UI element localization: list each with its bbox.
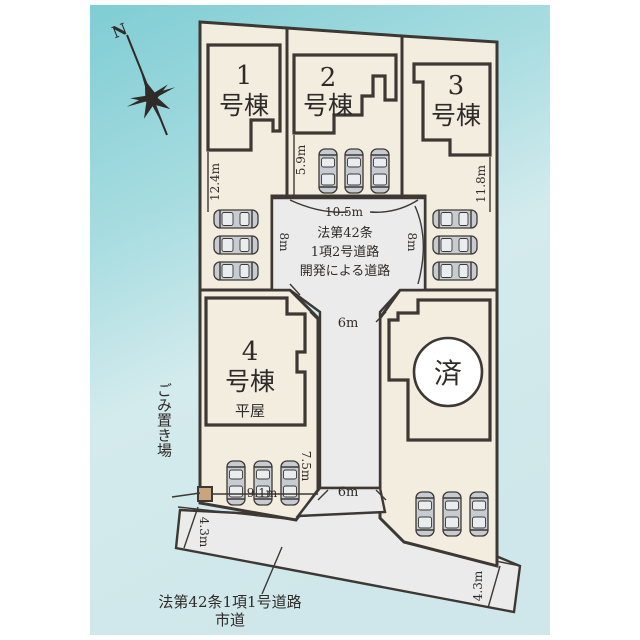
- building-4: [204, 296, 307, 427]
- parking-lot-2: [318, 148, 390, 194]
- building-3-number: 3: [448, 71, 465, 101]
- building-2-number: 2: [320, 63, 337, 93]
- compass-rose-icon: [126, 34, 176, 136]
- dim-tick: [289, 283, 301, 296]
- road-depth-right-label: 8m: [405, 232, 419, 252]
- sold-badge: [412, 336, 484, 408]
- parking-lot-1: [214, 210, 258, 280]
- building-3-depth-label: 11.8m: [474, 164, 488, 203]
- building-3-suffix: 号棟: [431, 101, 481, 130]
- building-2-suffix: 号棟: [303, 91, 353, 120]
- building-3: [412, 62, 492, 157]
- building-5-status: 済: [434, 357, 462, 390]
- building-1-depth-label: 12.4m: [208, 162, 222, 201]
- garbage-area-label: ごみ置き場: [155, 383, 173, 458]
- dim-line-4-3-left: [183, 506, 199, 549]
- private-road-label-line2: 1項2号道路: [311, 244, 380, 260]
- parking-lot-3: [433, 210, 477, 280]
- building-2: [292, 53, 398, 135]
- dim-tick: [375, 311, 387, 323]
- road-leader-line: [261, 546, 283, 595]
- building-4-number: 4: [242, 337, 259, 367]
- parking-lot-5: [415, 491, 489, 537]
- public-road-label-line2: 市道: [215, 611, 245, 629]
- building-2-depth-label: 5.9m: [294, 144, 308, 175]
- dim-tick: [309, 311, 321, 323]
- private-road-label-line1: 法第42条: [317, 225, 373, 241]
- dim-arc-8-right: [414, 205, 424, 285]
- dim-tick: [317, 489, 329, 501]
- building-4-suffix: 号棟: [225, 367, 275, 396]
- road-edge-line: [175, 547, 515, 613]
- public-road-width-left-label: 4.3m: [197, 517, 211, 548]
- road-width-mid-label: 6m: [338, 316, 359, 331]
- road-depth-left-label: 8m: [277, 232, 291, 252]
- compass-north-label: N: [109, 19, 130, 42]
- building-1-number: 1: [236, 61, 253, 91]
- building-4-depth-label: 7.5m: [299, 451, 313, 482]
- dim-line-4-3-right: [487, 565, 501, 609]
- dim-tick: [375, 489, 387, 501]
- road-width-top-label: 10.5m: [325, 205, 364, 219]
- dim-arc-10-5: [289, 199, 419, 213]
- building-1: [206, 43, 282, 152]
- garbage-area: [197, 486, 213, 502]
- building-4-width-label: 9.1m: [247, 486, 278, 500]
- public-road-label-line1: 法第42条1項1号道路: [158, 593, 301, 611]
- garbage-leader-line: [171, 492, 201, 498]
- private-road-label-line3: 開発による道路: [300, 263, 391, 279]
- building-1-suffix: 号棟: [219, 91, 269, 120]
- public-road-width-right-label: 4.3m: [471, 570, 485, 601]
- building-4-note: 平屋: [235, 402, 265, 420]
- road-width-bottom-label: 6m: [338, 485, 359, 500]
